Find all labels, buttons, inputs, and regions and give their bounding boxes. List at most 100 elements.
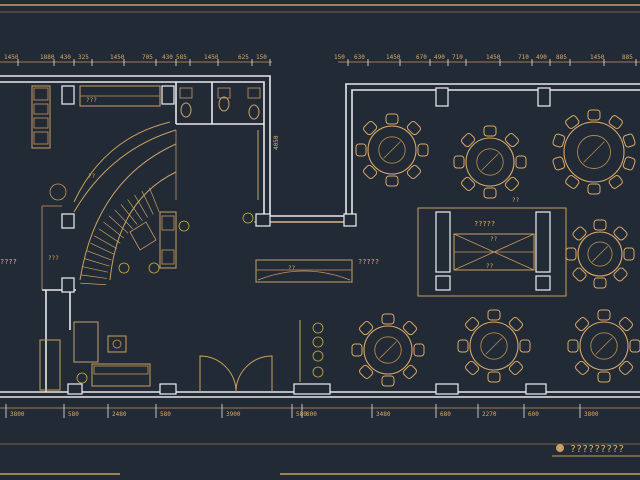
round-table (453, 125, 527, 199)
chair (552, 156, 566, 171)
chair (613, 267, 628, 282)
top-dimension-value: 430 (60, 54, 71, 61)
chair (355, 143, 367, 157)
bottom-dimension-value: 800 (306, 411, 317, 418)
service-counter (255, 259, 353, 283)
entrance-doors (199, 355, 273, 393)
stair-tread (120, 204, 138, 225)
chair (487, 309, 501, 321)
table-top (563, 121, 625, 183)
stair-tread (134, 194, 148, 218)
top-dimension-value: 325 (78, 54, 89, 61)
chair (519, 339, 531, 353)
chair (461, 176, 476, 191)
chair (575, 360, 590, 375)
top-dimension-value: 1450 (4, 54, 19, 61)
bottom-dimension-value: 2270 (482, 411, 497, 418)
lazy-susan (476, 148, 504, 176)
chair (483, 187, 497, 199)
chair (593, 277, 607, 289)
private-room-label: ????? (474, 220, 495, 228)
top-dimension-value: 1450 (486, 54, 501, 61)
chair (608, 175, 623, 189)
chair (504, 176, 519, 191)
stair-tread (141, 190, 154, 215)
chair (618, 317, 633, 332)
round-table (565, 219, 635, 289)
lazy-susan (374, 336, 402, 364)
stair-tread (94, 235, 118, 249)
lazy-susan (378, 136, 406, 164)
table-mark (481, 153, 499, 171)
chair (461, 133, 476, 148)
table-top (465, 137, 515, 187)
table-mark (383, 141, 401, 159)
private-table-top-label: ?? (490, 236, 498, 243)
stair-tread (108, 215, 129, 234)
top-dimension-value: 1450 (204, 54, 219, 61)
stair-tread (98, 228, 121, 244)
table-mark (485, 337, 503, 355)
chair (608, 115, 623, 129)
top-dimension-value: 1450 (590, 54, 605, 61)
stair-tread (84, 258, 110, 267)
chair (402, 364, 417, 379)
counter-label: ?? (288, 265, 296, 272)
stair-tread (103, 221, 125, 239)
top-dimension-value: 1450 (386, 54, 401, 61)
chair (618, 360, 633, 375)
top-dimension-value: 670 (416, 54, 427, 61)
top-dimension-value: 1880 (40, 54, 55, 61)
round-table (457, 309, 531, 383)
chair (622, 133, 636, 148)
private-mid-label: ?? (512, 197, 520, 204)
stair-tread (90, 242, 115, 255)
top-dimension-value: 585 (176, 54, 187, 61)
chair (622, 156, 636, 171)
top-dimension-value: 490 (434, 54, 445, 61)
top-dimension-value: 150 (256, 54, 267, 61)
bottom-dimension-value: 2480 (112, 411, 127, 418)
chair (487, 371, 501, 383)
bottom-dimension-value: 580 (68, 411, 79, 418)
chair (406, 164, 421, 179)
chair (629, 339, 640, 353)
chair (381, 375, 395, 387)
stair-tread (80, 282, 107, 286)
chair (465, 317, 480, 332)
chair (593, 219, 607, 231)
top-dimension-value: 710 (452, 54, 463, 61)
restroom-fixtures (179, 87, 261, 200)
table-mark (379, 341, 397, 359)
chair (587, 109, 601, 121)
table-mark (592, 246, 608, 262)
chair (453, 155, 465, 169)
chair (363, 121, 378, 136)
stair-tread (82, 266, 108, 273)
chair (515, 155, 527, 169)
table-top (579, 321, 629, 371)
chair (385, 175, 399, 187)
top-dimension-value: 150 (334, 54, 345, 61)
top-dimension-value: 630 (354, 54, 365, 61)
chair (572, 267, 587, 282)
chair (508, 317, 523, 332)
table-top (469, 321, 519, 371)
lazy-susan (577, 135, 611, 169)
chair (359, 321, 374, 336)
stair-tread (149, 187, 160, 213)
bottom-dimension-value: 3800 (10, 411, 25, 418)
round-table (567, 309, 640, 383)
structural-columns (61, 85, 551, 395)
top-dimension-value: 710 (518, 54, 529, 61)
bottom-dimension-value: 3800 (584, 411, 599, 418)
chair (413, 343, 425, 357)
planter-row (299, 320, 324, 382)
bottom-dimension-value: 580 (160, 411, 171, 418)
chair (465, 360, 480, 375)
round-table (351, 313, 425, 387)
chair (623, 247, 635, 261)
round-table (355, 113, 429, 187)
round-table (552, 109, 636, 195)
